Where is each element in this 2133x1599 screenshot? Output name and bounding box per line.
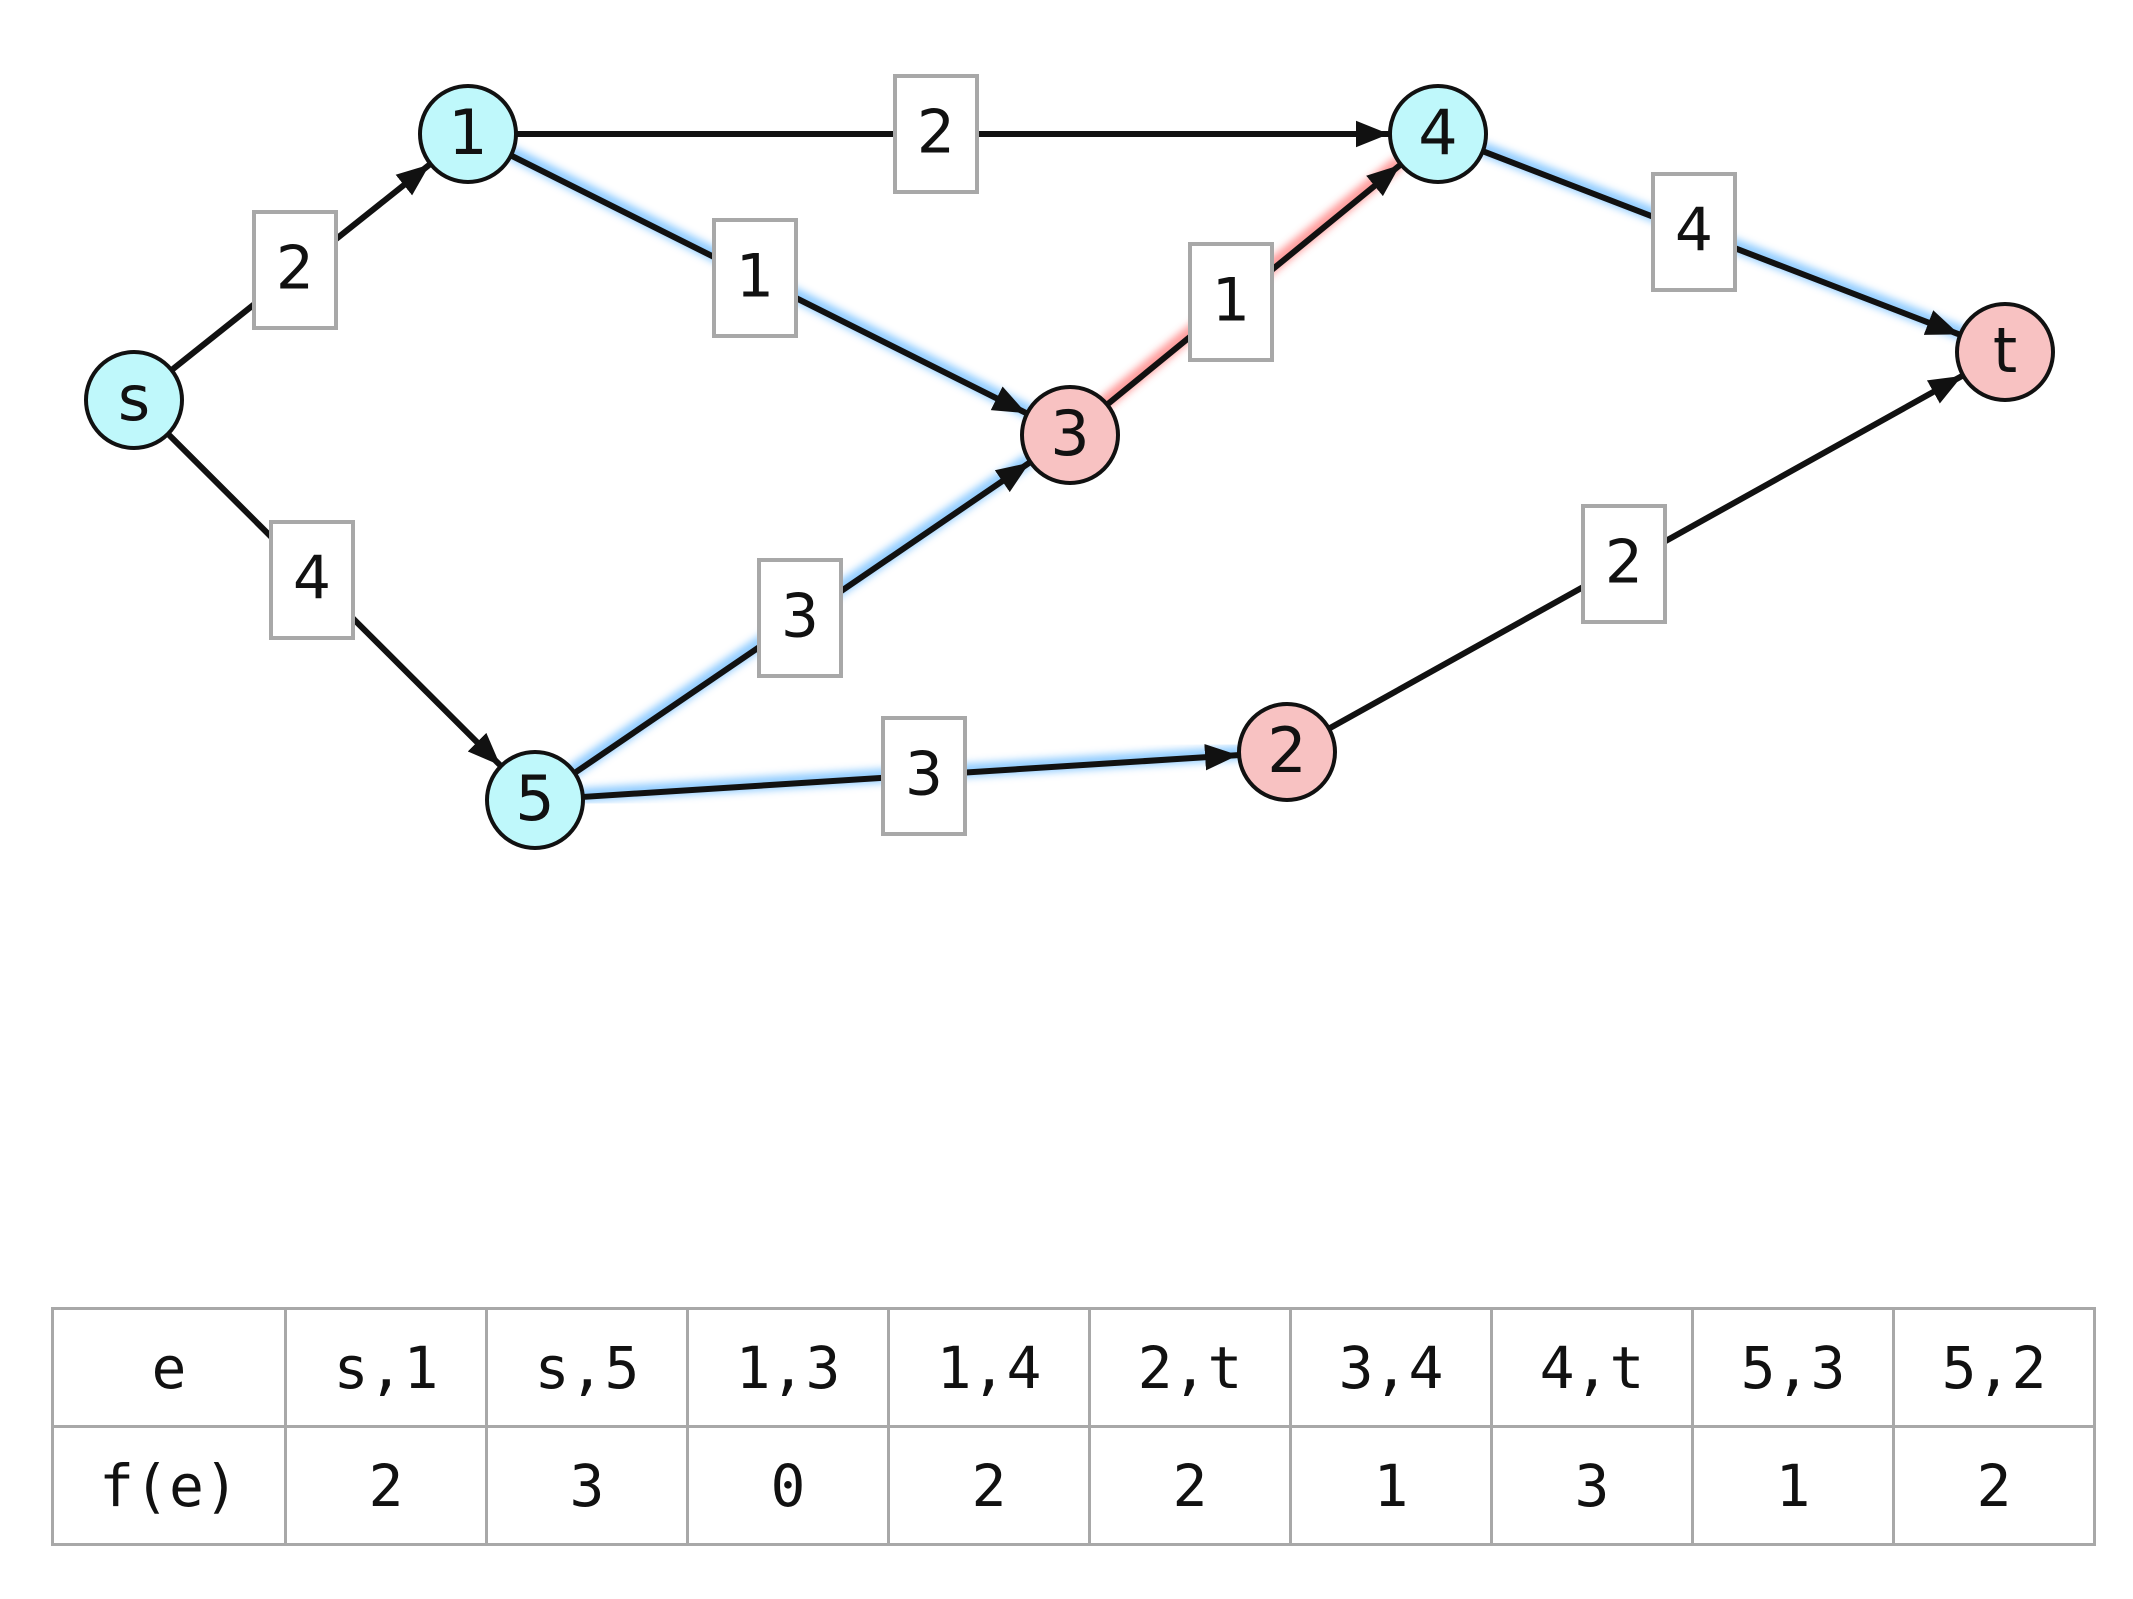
- capacity-box: [1651, 172, 1737, 292]
- capacity-value: 3: [781, 582, 819, 652]
- node-label: 3: [1050, 397, 1089, 470]
- capacity-box: [893, 74, 979, 194]
- table-cell-edge: 5,3: [1691, 1307, 1895, 1428]
- capacity-box: [252, 210, 338, 330]
- node-circle: [1020, 385, 1120, 485]
- edge-4-t-capacity-label: 4: [1651, 172, 1737, 292]
- node-t: t: [1955, 302, 2055, 402]
- node-circle: [1955, 302, 2055, 402]
- node-layer: s 1 3 4 t 5 2: [84, 84, 2055, 850]
- capacity-value: 3: [905, 740, 943, 810]
- table-cell-flow: 0: [686, 1425, 890, 1546]
- table-cell-flow: 1: [1691, 1425, 1895, 1546]
- node-s: s: [84, 350, 184, 450]
- node-circle: [485, 750, 585, 850]
- capacity-value: 2: [1605, 528, 1643, 598]
- node-3: 3: [1020, 385, 1120, 485]
- capacity-value: 1: [1212, 266, 1250, 336]
- capacity-box: [881, 716, 967, 836]
- table-cell-flow: 2: [284, 1425, 488, 1546]
- edge-3-4-capacity-label: 1: [1188, 242, 1274, 362]
- capacity-box: [1188, 242, 1274, 362]
- edge-2-t-capacity-label: 2: [1581, 504, 1667, 624]
- node-label: 4: [1418, 96, 1457, 169]
- capacity-value: 2: [276, 234, 314, 304]
- capacity-box: [712, 218, 798, 338]
- table-cell-flow: 2: [1088, 1425, 1292, 1546]
- node-4: 4: [1388, 84, 1488, 184]
- flow-table: e s,1 s,5 1,3 1,4 2,t 3,4 4,t 5,3 5,2 f(…: [51, 1307, 2096, 1546]
- node-circle: [1237, 702, 1337, 802]
- table-cell-flow: 3: [1490, 1425, 1694, 1546]
- node-label: 2: [1267, 714, 1306, 787]
- node-5: 5: [485, 750, 585, 850]
- node-label: t: [1993, 314, 2017, 387]
- capacity-box: [1581, 504, 1667, 624]
- table-cell-edge: s,5: [485, 1307, 689, 1428]
- node-label: 1: [448, 96, 487, 169]
- table-cell-flow: 1: [1289, 1425, 1493, 1546]
- edge-s-1-capacity-label: 2: [252, 210, 338, 330]
- node-label: s: [118, 362, 150, 435]
- table-row-flows: f(e) 2 3 0 2 2 1 3 1 2: [51, 1425, 2096, 1546]
- table-cell-edge: 1,4: [887, 1307, 1091, 1428]
- edge-5-3-capacity-label: 3: [757, 558, 843, 678]
- table-cell-edge: 3,4: [1289, 1307, 1493, 1428]
- capacity-box: [757, 558, 843, 678]
- capacity-box: [269, 520, 355, 640]
- flow-network-graph: 2 4 2 1 1 4 3 3 2 s 1 3 4 t 5 2: [84, 74, 2055, 850]
- node-1: 1: [418, 84, 518, 184]
- table-header-e: e: [51, 1307, 287, 1428]
- node-2: 2: [1237, 702, 1337, 802]
- capacity-value: 4: [293, 544, 331, 614]
- table-header-fe: f(e): [51, 1425, 287, 1546]
- table-cell-edge: 2,t: [1088, 1307, 1292, 1428]
- table-cell-edge: s,1: [284, 1307, 488, 1428]
- table-cell-flow: 2: [887, 1425, 1091, 1546]
- node-circle: [1388, 84, 1488, 184]
- node-circle: [418, 84, 518, 184]
- capacity-value: 2: [917, 98, 955, 168]
- edge-1-3-capacity-label: 1: [712, 218, 798, 338]
- capacity-value: 4: [1675, 196, 1713, 266]
- node-circle: [84, 350, 184, 450]
- table-row-edges: e s,1 s,5 1,3 1,4 2,t 3,4 4,t 5,3 5,2: [51, 1307, 2096, 1428]
- table-cell-flow: 3: [485, 1425, 689, 1546]
- edge-1-4-capacity-label: 2: [893, 74, 979, 194]
- table-cell-flow: 2: [1892, 1425, 2096, 1546]
- edge-5-2-capacity-label: 3: [881, 716, 967, 836]
- edge-s-5-capacity-label: 4: [269, 520, 355, 640]
- table-cell-edge: 1,3: [686, 1307, 890, 1428]
- capacity-label-layer: 2 4 2 1 1 4 3 3 2: [252, 74, 1737, 836]
- table-cell-edge: 4,t: [1490, 1307, 1694, 1428]
- capacity-value: 1: [736, 242, 774, 312]
- table-cell-edge: 5,2: [1892, 1307, 2096, 1428]
- node-label: 5: [515, 762, 554, 835]
